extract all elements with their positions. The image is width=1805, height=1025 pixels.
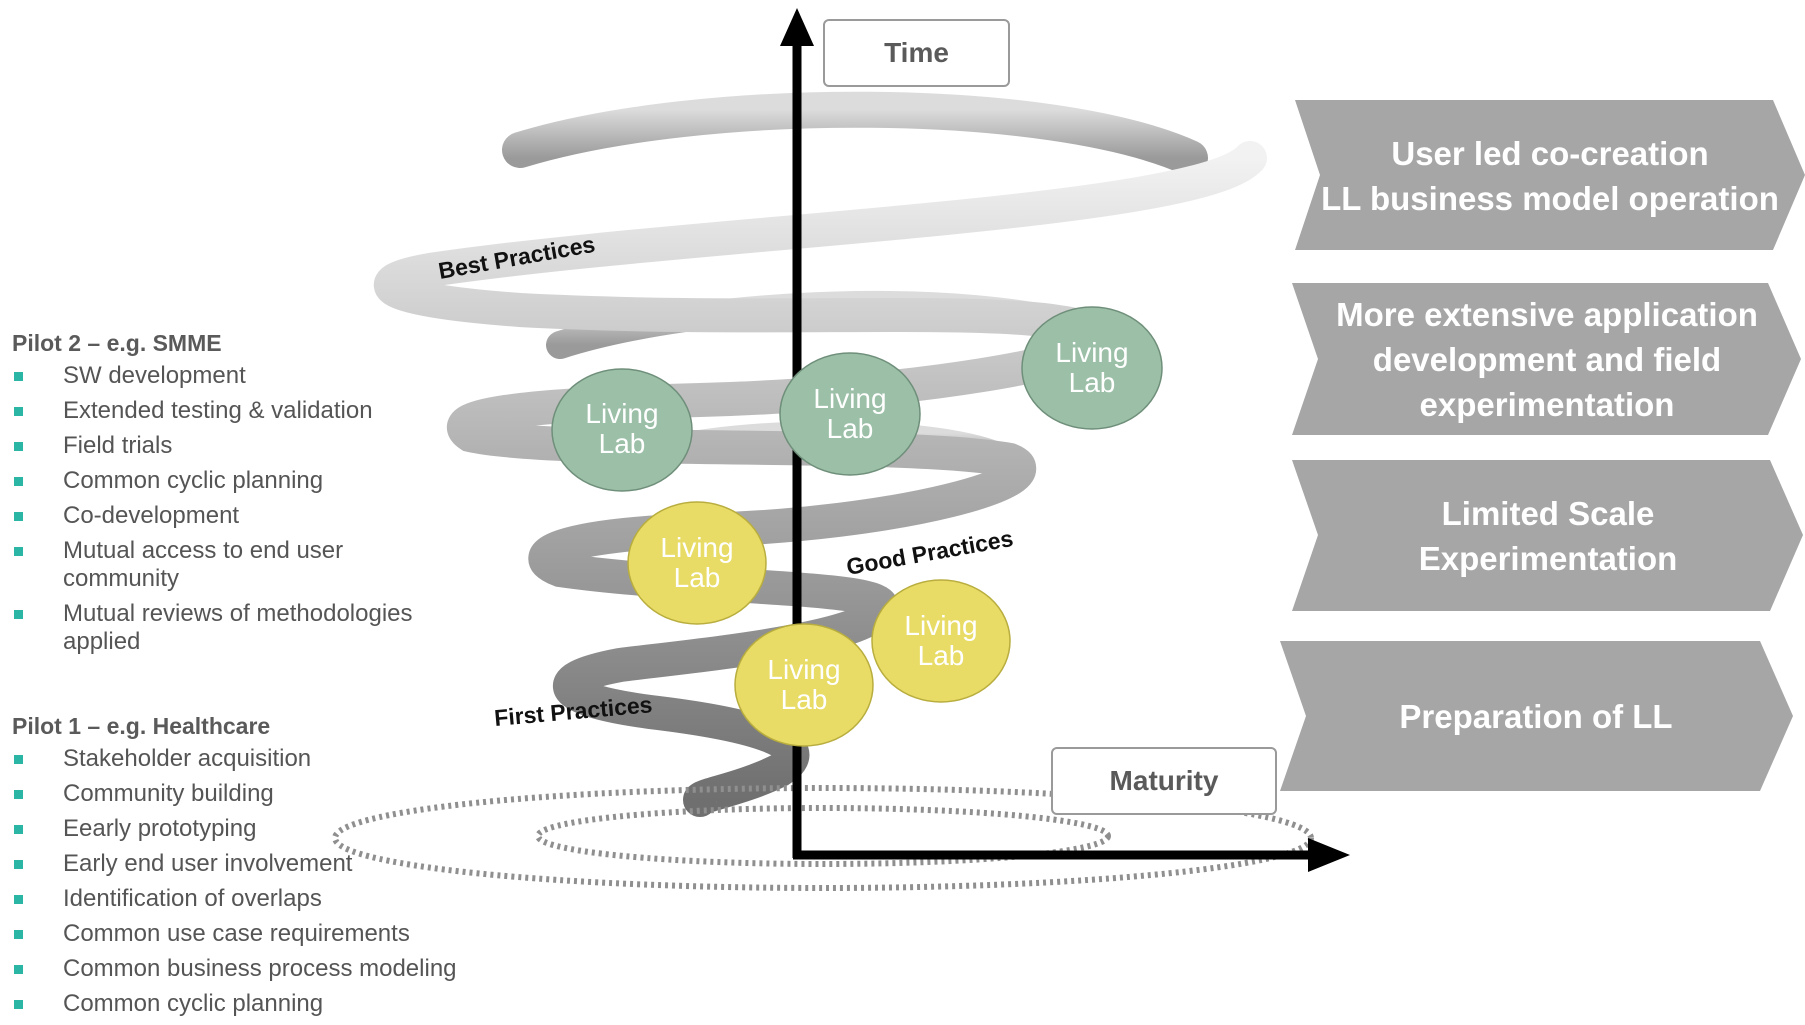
living-lab-label-line1: Living	[1055, 337, 1128, 368]
bullet-icon	[14, 512, 23, 521]
list-item: Common cyclic planning	[12, 467, 463, 495]
stage-4-text: User led co-creation LL business model o…	[1320, 128, 1780, 223]
list-item: SW development	[12, 362, 463, 390]
list-item-text: Common cyclic planning	[63, 990, 324, 1017]
best-practices-label: Best Practices	[436, 231, 597, 284]
list-item: Eearly prototyping	[12, 815, 463, 843]
pilot2-list: SW development Extended testing & valida…	[12, 362, 463, 656]
list-item-text: Common use case requirements	[63, 920, 410, 947]
list-item: Common business process modeling	[12, 955, 463, 983]
list-item-text: Field trials	[63, 432, 173, 459]
pilot1-list: Stakeholder acquisition Community buildi…	[12, 745, 463, 1018]
stage-3-line-2: development and field	[1372, 340, 1722, 378]
bullet-icon	[14, 442, 23, 451]
stage-1-line-1: Preparation of LL	[1399, 697, 1673, 735]
living-lab-yellow-3: Living Lab	[734, 623, 874, 747]
list-item-text: Community building	[63, 780, 274, 807]
stage-2-line-1: Limited Scale Experimentation	[1418, 495, 1678, 577]
bullet-icon	[14, 965, 23, 974]
bullet-icon	[14, 895, 23, 904]
stage-3-line-1: More extensive application	[1336, 295, 1758, 333]
stage-3-line-3: experimentation	[1419, 385, 1675, 423]
list-item: Field trials	[12, 432, 463, 460]
list-item-text: Co-development	[63, 502, 240, 529]
list-item: Stakeholder acquisition	[12, 745, 463, 773]
living-lab-label-line1: Living	[660, 532, 733, 563]
list-item-text: Common business process modeling	[63, 955, 457, 982]
living-lab-label-line2: Lab	[781, 684, 828, 715]
list-item-text: SW development	[63, 362, 246, 389]
pilot1-title: Pilot 1 – e.g. Healthcare	[12, 713, 271, 739]
living-lab-label-line2: Lab	[674, 562, 721, 593]
bullet-icon	[14, 547, 23, 556]
bullet-icon	[14, 407, 23, 416]
stage-1-text: Preparation of LL	[1306, 692, 1766, 740]
maturity-axis-label: Maturity	[1051, 747, 1277, 815]
bullet-icon	[14, 825, 23, 834]
list-item-text: Mutual reviews of methodologies applied	[63, 600, 413, 655]
living-lab-label-line2: Lab	[599, 428, 646, 459]
list-item: Mutual access to end user community	[12, 537, 383, 593]
living-lab-label-line1: Living	[813, 383, 886, 414]
bullet-icon	[14, 610, 23, 619]
stage-chevron-3	[1292, 283, 1801, 435]
list-item-text: Stakeholder acquisition	[63, 745, 312, 772]
list-item-text: Common cyclic planning	[63, 467, 324, 494]
living-lab-label-line1: Living	[585, 398, 658, 429]
living-lab-green-1: Living Lab	[551, 368, 693, 492]
stage-2-text: Limited Scale Experimentation	[1318, 495, 1778, 577]
list-item-text: Extended testing & validation	[63, 397, 373, 424]
list-item-text: Early end user involvement	[63, 850, 353, 877]
bullet-icon	[14, 860, 23, 869]
maturity-ellipse-outer	[332, 785, 1314, 891]
list-item: Common cyclic planning	[12, 990, 463, 1018]
living-lab-green-3: Living Lab	[1021, 306, 1163, 430]
living-lab-green-2: Living Lab	[779, 352, 921, 476]
list-item-text: Eearly prototyping	[63, 815, 257, 842]
living-lab-yellow-1: Living Lab	[627, 501, 767, 625]
list-item: Identification of overlaps	[12, 885, 463, 913]
living-lab-label-line2: Lab	[918, 640, 965, 671]
pilot2-block: Pilot 2 – e.g. SMME SW development Exten…	[12, 330, 463, 663]
bullet-icon	[14, 1000, 23, 1009]
stage-chevron-2	[1292, 460, 1803, 611]
living-lab-label-line1: Living	[904, 610, 977, 641]
stage-4-line-2: LL business model operation	[1321, 179, 1779, 217]
good-practices-label: Good Practices	[844, 525, 1015, 580]
bullet-icon	[14, 930, 23, 939]
stage-4-line-1: User led co-creation	[1391, 134, 1709, 172]
list-item: Co-development	[12, 502, 463, 530]
maturity-ellipse-inner	[535, 805, 1111, 867]
list-item: Extended testing & validation	[12, 397, 463, 425]
list-item-text: Identification of overlaps	[63, 885, 322, 912]
pilot2-title: Pilot 2 – e.g. SMME	[12, 330, 222, 356]
stage-chevron-4	[1295, 100, 1805, 250]
living-lab-yellow-2: Living Lab	[871, 579, 1011, 703]
list-item-text: Mutual access to end user community	[63, 537, 344, 592]
bullet-icon	[14, 790, 23, 799]
list-item: Common use case requirements	[12, 920, 463, 948]
living-lab-label-line1: Living	[767, 654, 840, 685]
living-lab-label-line2: Lab	[1069, 367, 1116, 398]
pilot1-block: Pilot 1 – e.g. Healthcare Stakeholder ac…	[12, 713, 463, 1025]
bullet-icon	[14, 477, 23, 486]
stage-3-text: More extensive application development a…	[1318, 290, 1776, 428]
list-item: Community building	[12, 780, 463, 808]
bullet-icon	[14, 755, 23, 764]
bullet-icon	[14, 372, 23, 381]
list-item: Early end user involvement	[12, 850, 463, 878]
living-lab-label-line2: Lab	[827, 413, 874, 444]
stage-chevron-1	[1280, 641, 1793, 791]
list-item: Mutual reviews of methodologies applied	[12, 600, 463, 656]
time-axis-label: Time	[823, 19, 1010, 87]
